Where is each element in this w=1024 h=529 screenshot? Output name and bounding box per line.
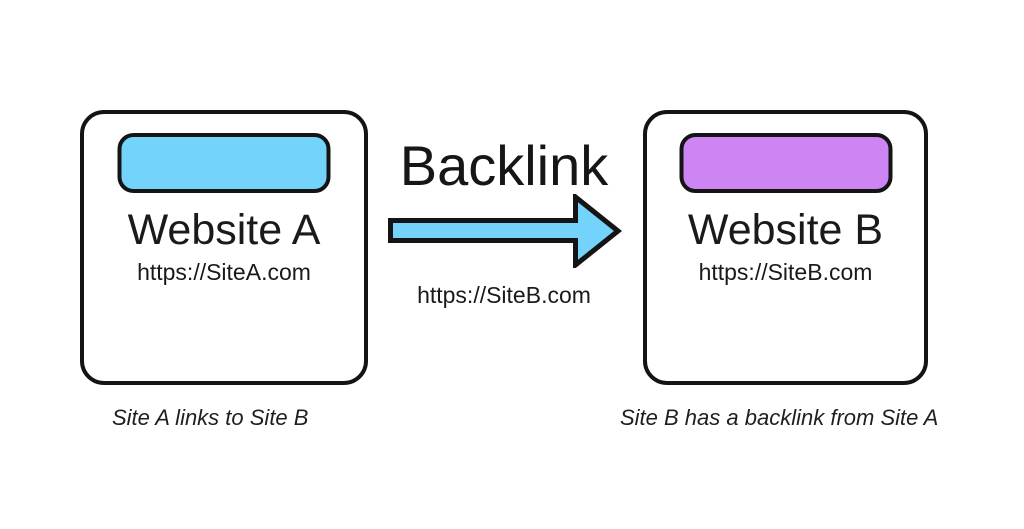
website-b-url: https://SiteB.com <box>698 259 873 285</box>
website-b-title: Website B <box>687 206 884 254</box>
website-a-header-bar <box>117 133 331 193</box>
website-b-caption: Site B has a backlink from Site A <box>620 405 939 430</box>
website-b-header-bar <box>679 133 892 193</box>
website-b-card: Website B https://SiteB.com <box>643 110 928 385</box>
website-a-title: Website A <box>127 206 321 254</box>
backlink-label: Backlink <box>399 134 609 197</box>
website-a-caption: Site A links to Site B <box>112 405 309 430</box>
arrow-shape <box>388 191 623 271</box>
website-a-card: Website A https://SiteA.com <box>80 110 368 385</box>
backlink-target-url: https://SiteB.com <box>417 282 591 308</box>
backlink-arrow-icon <box>388 191 625 271</box>
website-a-url: https://SiteA.com <box>137 259 311 285</box>
